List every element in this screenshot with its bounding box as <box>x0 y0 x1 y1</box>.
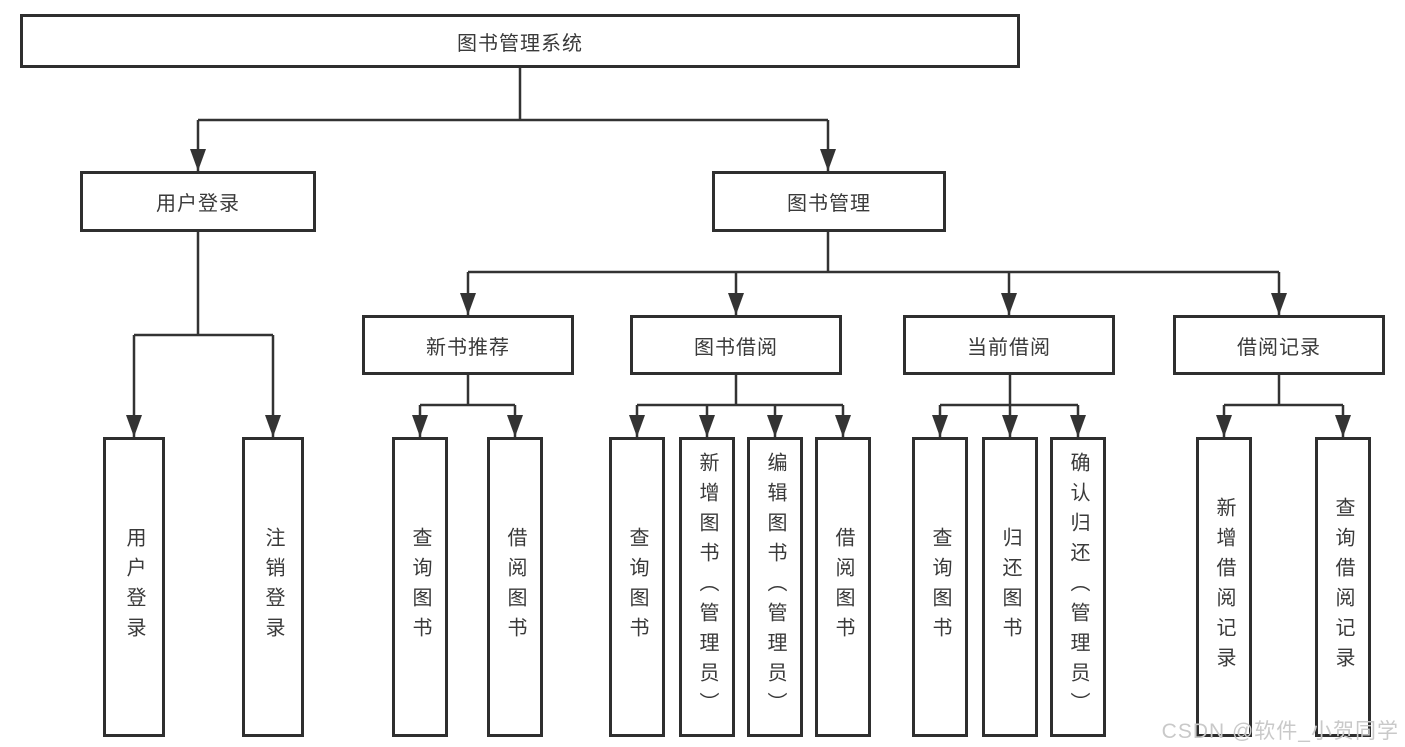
leaf-logout-login: 注销登录 <box>242 437 304 737</box>
node-label: 用户登录 <box>156 193 240 215</box>
leaf-borrow-edit-books-admin: 编辑图书（管理员） <box>747 437 803 737</box>
node-label: 新增图书（管理员） <box>696 452 718 722</box>
arrowhead-icons <box>126 149 1351 437</box>
node-label: 注销登录 <box>262 527 284 647</box>
leaf-borrow-query-books: 查询图书 <box>609 437 665 737</box>
node-label: 当前借阅 <box>967 336 1051 359</box>
node-label: 图书管理 <box>787 193 871 215</box>
node-library-management-system: 图书管理系统 <box>20 14 1020 68</box>
node-label: 查询图书 <box>929 527 951 647</box>
node-new-book-recommend: 新书推荐 <box>362 315 574 375</box>
node-label: 借阅图书 <box>504 527 526 647</box>
node-user-login: 用户登录 <box>80 171 316 232</box>
node-label: 新书推荐 <box>426 336 510 359</box>
leaf-user-login: 用户登录 <box>103 437 165 737</box>
node-borrow-record: 借阅记录 <box>1173 315 1385 375</box>
csdn-watermark: CSDN @软件_小贺同学 <box>1161 720 1399 743</box>
leaf-borrow-add-books-admin: 新增图书（管理员） <box>679 437 735 737</box>
node-label: 图书管理系统 <box>457 32 583 55</box>
leaf-borrow-borrow-books: 借阅图书 <box>815 437 871 737</box>
node-label: 新增借阅记录 <box>1213 497 1235 677</box>
node-book-management: 图书管理 <box>712 171 946 232</box>
node-current-borrow: 当前借阅 <box>903 315 1115 375</box>
node-label: 借阅记录 <box>1237 336 1321 359</box>
node-label: 编辑图书（管理员） <box>764 452 786 722</box>
leaf-current-return-books: 归还图书 <box>982 437 1038 737</box>
node-book-borrow: 图书借阅 <box>630 315 842 375</box>
leaf-recommend-query-books: 查询图书 <box>392 437 448 737</box>
leaf-record-query-borrow-record: 查询借阅记录 <box>1315 437 1371 737</box>
node-label: 归还图书 <box>999 527 1021 647</box>
leaf-current-query-books: 查询图书 <box>912 437 968 737</box>
node-label: 确认归还（管理员） <box>1067 452 1089 722</box>
leaf-record-add-borrow-record: 新增借阅记录 <box>1196 437 1252 737</box>
node-label: 用户登录 <box>123 527 145 647</box>
node-label: 借阅图书 <box>832 527 854 647</box>
node-label: 查询图书 <box>409 527 431 647</box>
leaf-recommend-borrow-books: 借阅图书 <box>487 437 543 737</box>
leaf-current-confirm-return-admin: 确认归还（管理员） <box>1050 437 1106 737</box>
node-label: 查询图书 <box>626 527 648 647</box>
node-label: 查询借阅记录 <box>1332 497 1354 677</box>
node-label: 图书借阅 <box>694 336 778 359</box>
